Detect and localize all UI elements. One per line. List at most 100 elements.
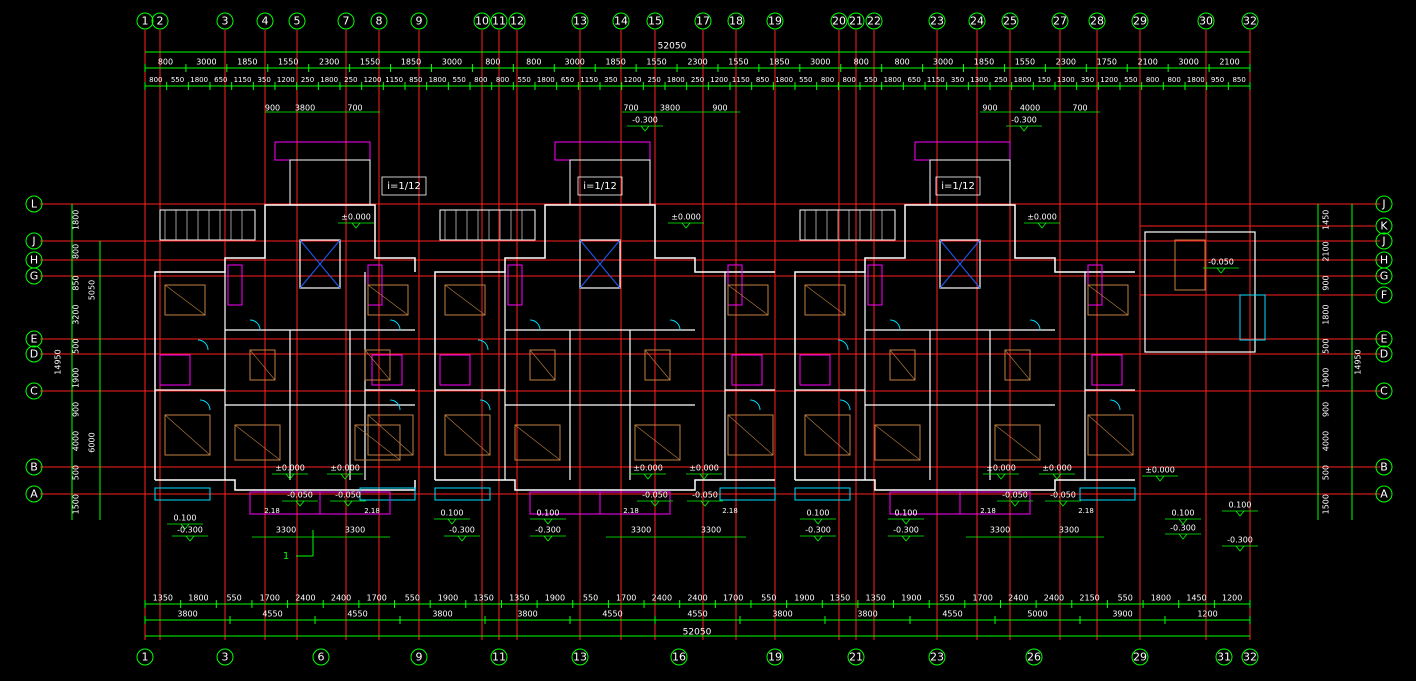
axis-bubble-bottom-32-label: 32 bbox=[1243, 651, 1257, 664]
left-dim-text: 1800 bbox=[72, 210, 81, 230]
elevation-text: -0.300 bbox=[805, 526, 831, 535]
bottom-dim-row1-text: 1700 bbox=[616, 594, 636, 603]
door-swing bbox=[197, 339, 209, 351]
axis-bubble-top-15-circle bbox=[646, 12, 664, 30]
top-dim-row2-text: 1200 bbox=[1100, 76, 1118, 84]
axis-bubble-top-20-label: 20 bbox=[832, 15, 846, 28]
door-swing bbox=[479, 399, 491, 411]
stair-hatch bbox=[939, 239, 981, 289]
axis-bubble-left-A-circle bbox=[25, 485, 43, 503]
axis-bubble-bottom-31-label: 31 bbox=[1217, 651, 1231, 664]
unit-north-wall bbox=[794, 204, 1135, 480]
axis-bubble-top-32-circle bbox=[1241, 12, 1259, 30]
stair-hatch bbox=[579, 239, 621, 289]
top-dim-row2-text: 800 bbox=[842, 76, 855, 84]
furniture-item bbox=[804, 284, 846, 316]
elevation-mark bbox=[338, 222, 374, 229]
elevation-text: ±0.000 bbox=[633, 464, 663, 473]
elevation-mark bbox=[167, 523, 203, 530]
floor-height-text: 2.18 bbox=[980, 507, 996, 515]
axis-bubble-top-4-circle bbox=[256, 12, 274, 30]
top-dim-row2-text: 1300 bbox=[970, 76, 988, 84]
bottom-dim-row1-text: 550 bbox=[1118, 594, 1133, 603]
elevation-text: ±0.000 bbox=[1145, 466, 1175, 475]
bottom-dim-row1-text: 1900 bbox=[438, 594, 458, 603]
bottom-dim-row1-text: 1350 bbox=[830, 594, 850, 603]
top-dim-row1-text: 2300 bbox=[687, 58, 707, 67]
furniture-hatch bbox=[249, 349, 276, 381]
axis-bubble-bottom-3-circle bbox=[216, 648, 234, 666]
axis-bubble-right-G-circle bbox=[1375, 267, 1393, 285]
south-balcony bbox=[359, 487, 416, 501]
elevation-text: 0.100 bbox=[537, 509, 560, 518]
axis-bubble-top-19-label: 19 bbox=[768, 15, 782, 28]
left-dim-outer-text: 6000 bbox=[88, 432, 97, 452]
axis-bubble-bottom-32-circle bbox=[1241, 648, 1259, 666]
top-dim-row2-text: 650 bbox=[214, 76, 227, 84]
top-dim-row1-text: 1550 bbox=[278, 58, 298, 67]
axis-bubble-top-8-circle bbox=[370, 12, 388, 30]
axis-bubble-bottom-29-label: 29 bbox=[1133, 651, 1147, 664]
elevation-text: ±0.000 bbox=[1027, 213, 1057, 222]
elevation-text: 0.100 bbox=[1229, 501, 1252, 510]
top-dim-row2-text: 650 bbox=[561, 76, 574, 84]
elevation-text: ±0.000 bbox=[341, 213, 371, 222]
stair-core bbox=[939, 239, 981, 289]
floor-height-text: 2.18 bbox=[264, 507, 280, 515]
axis-bubble-top-24-label: 24 bbox=[970, 15, 984, 28]
axis-bubble-bottom-21-circle bbox=[847, 648, 865, 666]
top-dim-row2-text: 250 bbox=[344, 76, 357, 84]
axis-bubble-top-21-circle bbox=[847, 12, 865, 30]
axis-bubble-top-5-circle bbox=[288, 12, 306, 30]
elevation-text: -0.300 bbox=[1170, 524, 1196, 533]
right-dim-text: 1450 bbox=[1322, 210, 1331, 230]
top-dim-row2-text: 1800 bbox=[667, 76, 685, 84]
elevation-mark bbox=[327, 473, 363, 480]
top-dim-row1-text: 800 bbox=[894, 58, 909, 67]
entry-dim-text: 900 bbox=[982, 104, 997, 113]
entry-dim-text: 700 bbox=[623, 104, 638, 113]
top-dim-row2-text: 800 bbox=[1146, 76, 1159, 84]
top-dim-row2-text: 1150 bbox=[732, 76, 750, 84]
balcony-dim-text: 3300 bbox=[701, 526, 721, 535]
axis-bubble-bottom-23-label: 23 bbox=[930, 651, 944, 664]
axis-bubble-right-G-label: G bbox=[1380, 270, 1389, 283]
axis-bubble-top-11-circle bbox=[490, 12, 508, 30]
elevation-text: -0.300 bbox=[177, 526, 203, 535]
balcony-dim-text: 3300 bbox=[990, 526, 1010, 535]
elevation-mark bbox=[1165, 518, 1201, 525]
bottom-dim-row2-text: 3800 bbox=[857, 610, 877, 619]
top-dim-row2-text: 1800 bbox=[1014, 76, 1032, 84]
elevation-mark bbox=[800, 518, 836, 525]
axis-bubble-bottom-29-circle bbox=[1131, 648, 1149, 666]
entry-dim-text: 900 bbox=[265, 104, 280, 113]
axis-bubble-right-B-circle bbox=[1375, 458, 1393, 476]
right-dim-text: 1500 bbox=[1322, 494, 1331, 514]
top-dim-row2-text: 1150 bbox=[580, 76, 598, 84]
top-dim-row2-text: 850 bbox=[756, 76, 769, 84]
elevation-mark bbox=[686, 473, 722, 480]
furniture-hatch bbox=[804, 284, 846, 316]
axis-bubble-top-11-label: 11 bbox=[492, 15, 506, 28]
axis-bubble-right-A-label: A bbox=[1380, 488, 1388, 501]
top-dim-row2-text: 1800 bbox=[537, 76, 555, 84]
elevation-text: -0.050 bbox=[335, 491, 361, 500]
furniture-item bbox=[874, 424, 921, 461]
door-swing bbox=[389, 399, 401, 411]
furniture-item bbox=[1004, 349, 1031, 381]
bottom-dim-row1-text: 2400 bbox=[687, 594, 707, 603]
elevation-mark bbox=[1165, 533, 1201, 540]
furniture-item bbox=[727, 414, 774, 456]
stair-core bbox=[299, 239, 341, 289]
elevation-text: 0.100 bbox=[174, 514, 197, 523]
axis-bubble-right-J-label: J bbox=[1381, 235, 1385, 248]
axis-bubble-left-E-label: E bbox=[31, 333, 38, 346]
axis-bubble-left-J-label: J bbox=[31, 235, 35, 248]
unit-north-wall bbox=[154, 204, 416, 480]
axis-bubble-top-7-circle bbox=[337, 12, 355, 30]
floor-height-text: 2.18 bbox=[722, 507, 738, 515]
section-mark-text: 1 bbox=[283, 551, 289, 562]
axis-bubble-top-25-label: 25 bbox=[1003, 15, 1017, 28]
top-dim-row2-text: 1150 bbox=[927, 76, 945, 84]
